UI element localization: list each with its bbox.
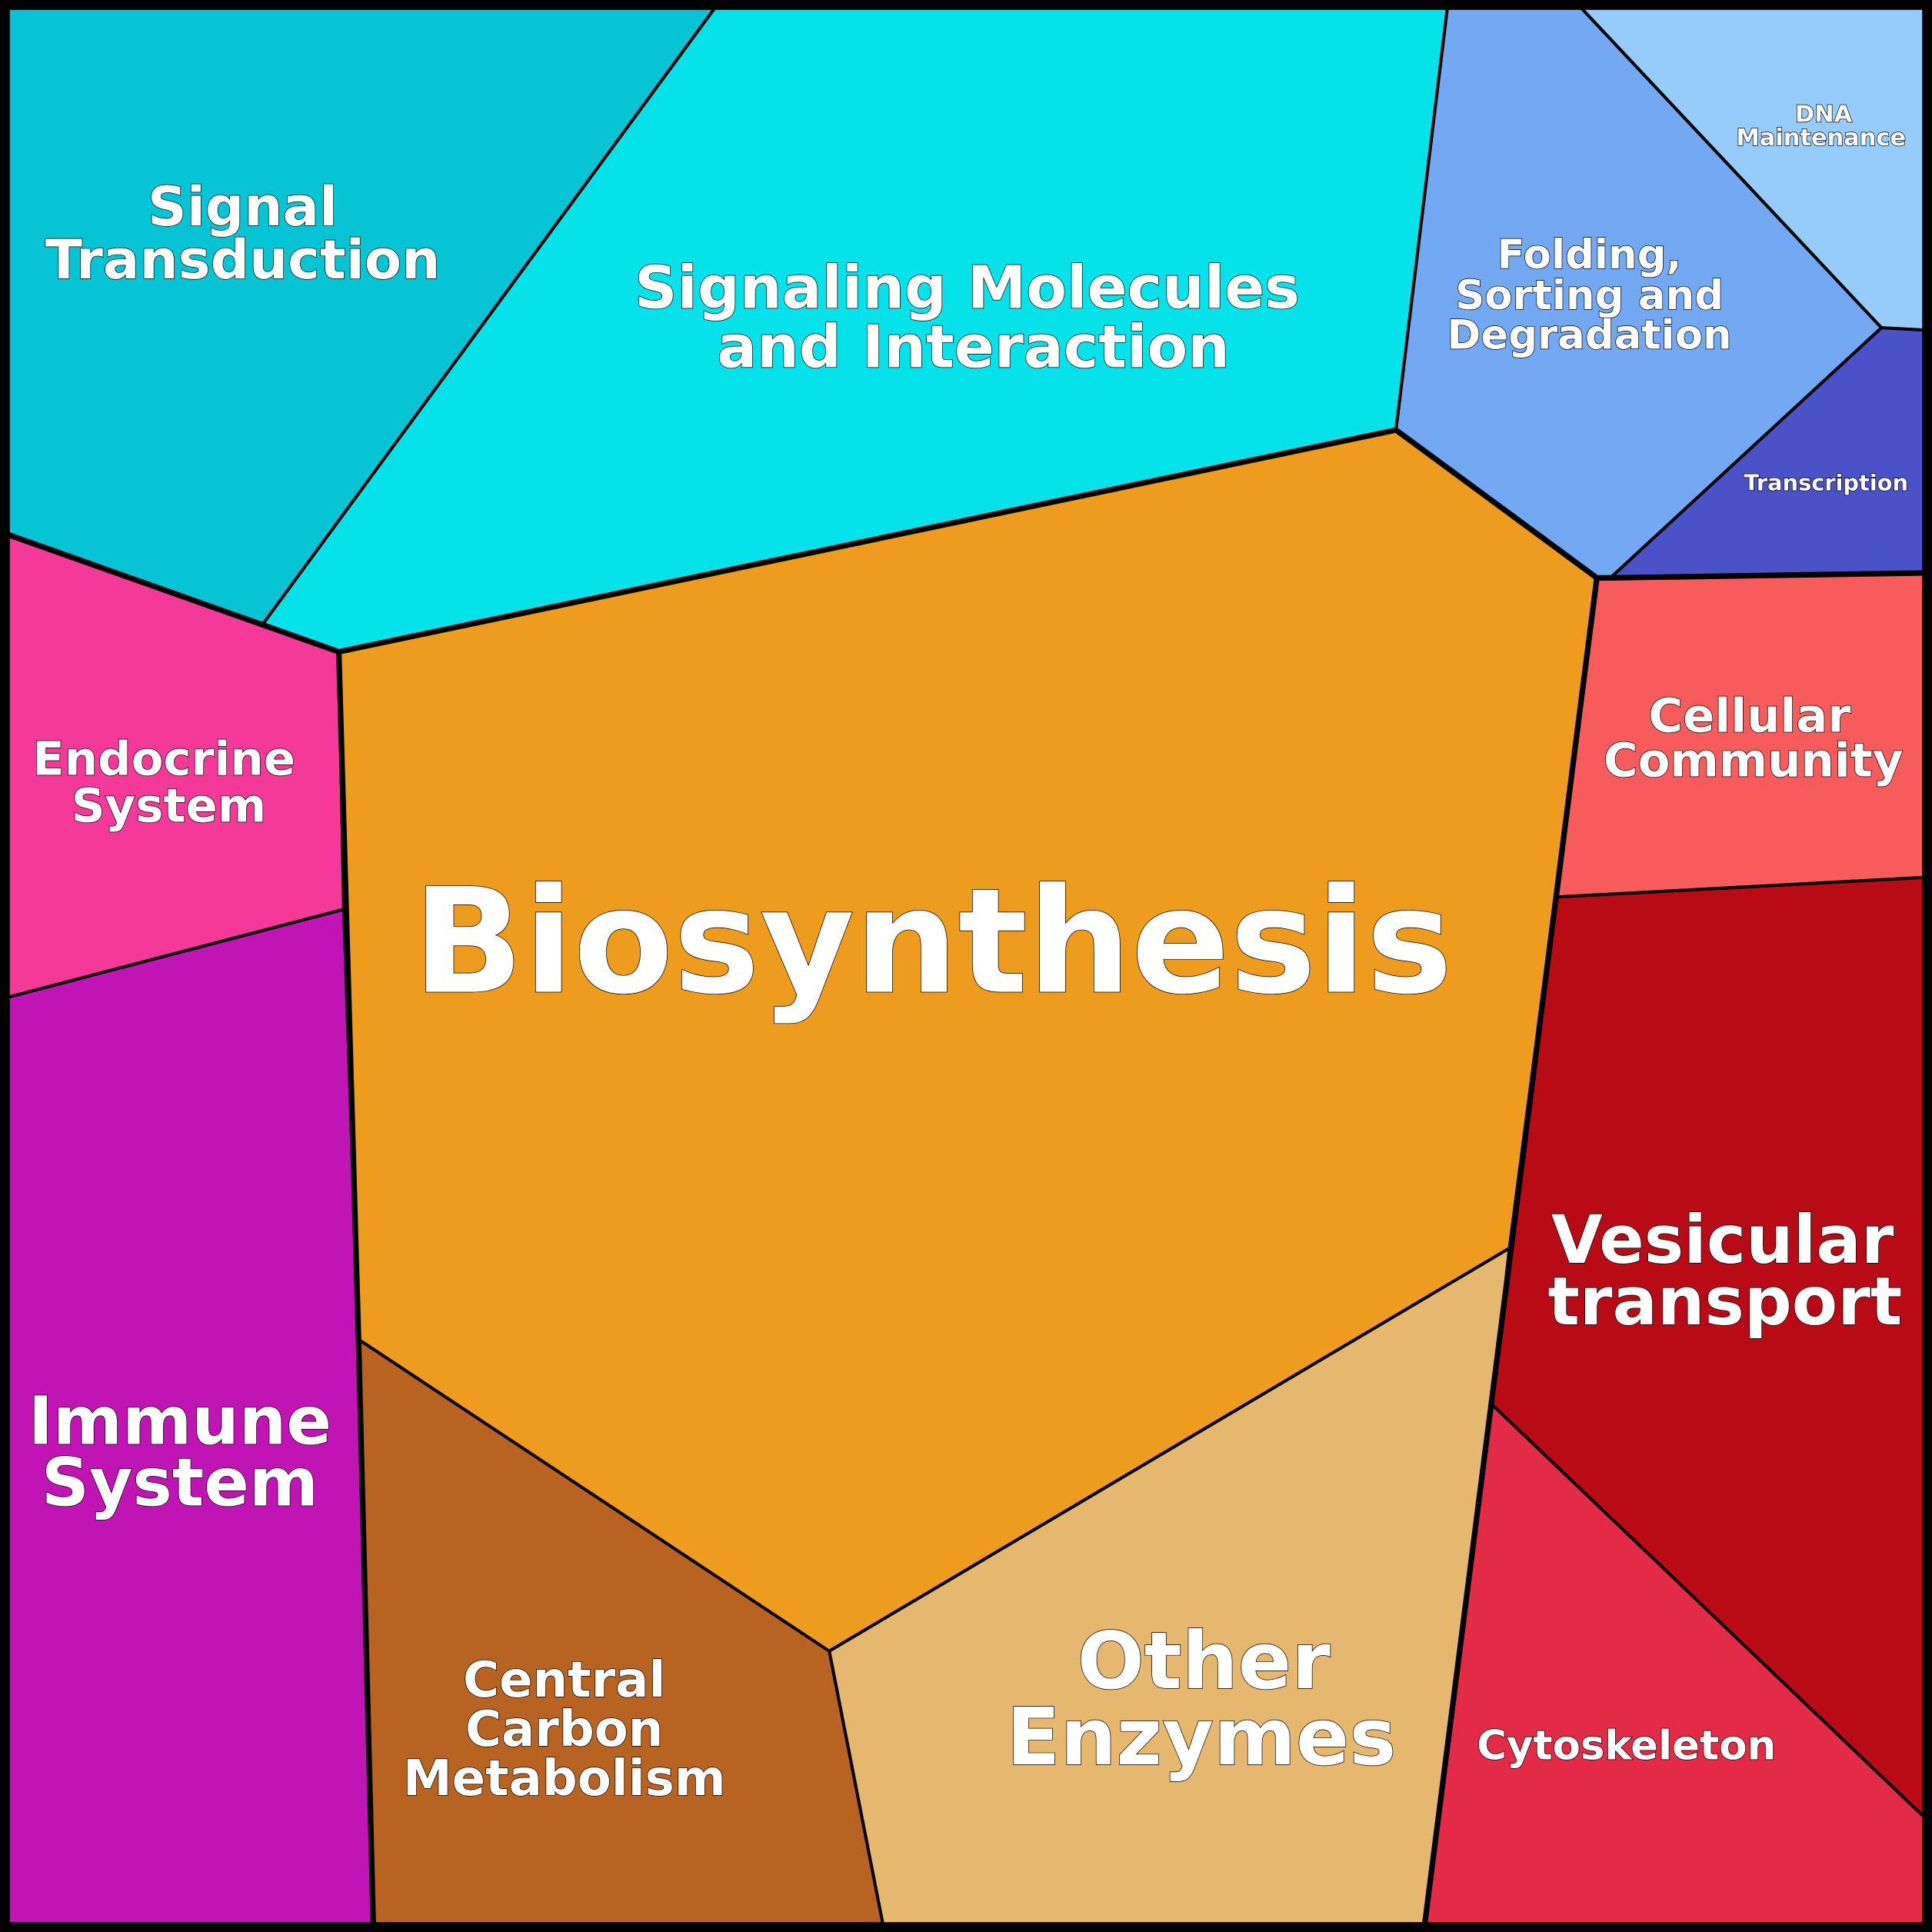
label-biosynthesis: Biosynthesis xyxy=(413,858,1453,1027)
label-cytoskeleton: Cytoskeleton xyxy=(1477,1723,1776,1770)
group-border xyxy=(4,427,1927,655)
group-border xyxy=(1421,577,1600,1928)
group-border xyxy=(335,651,377,1927)
label-transcription: Transcription xyxy=(1744,470,1908,496)
